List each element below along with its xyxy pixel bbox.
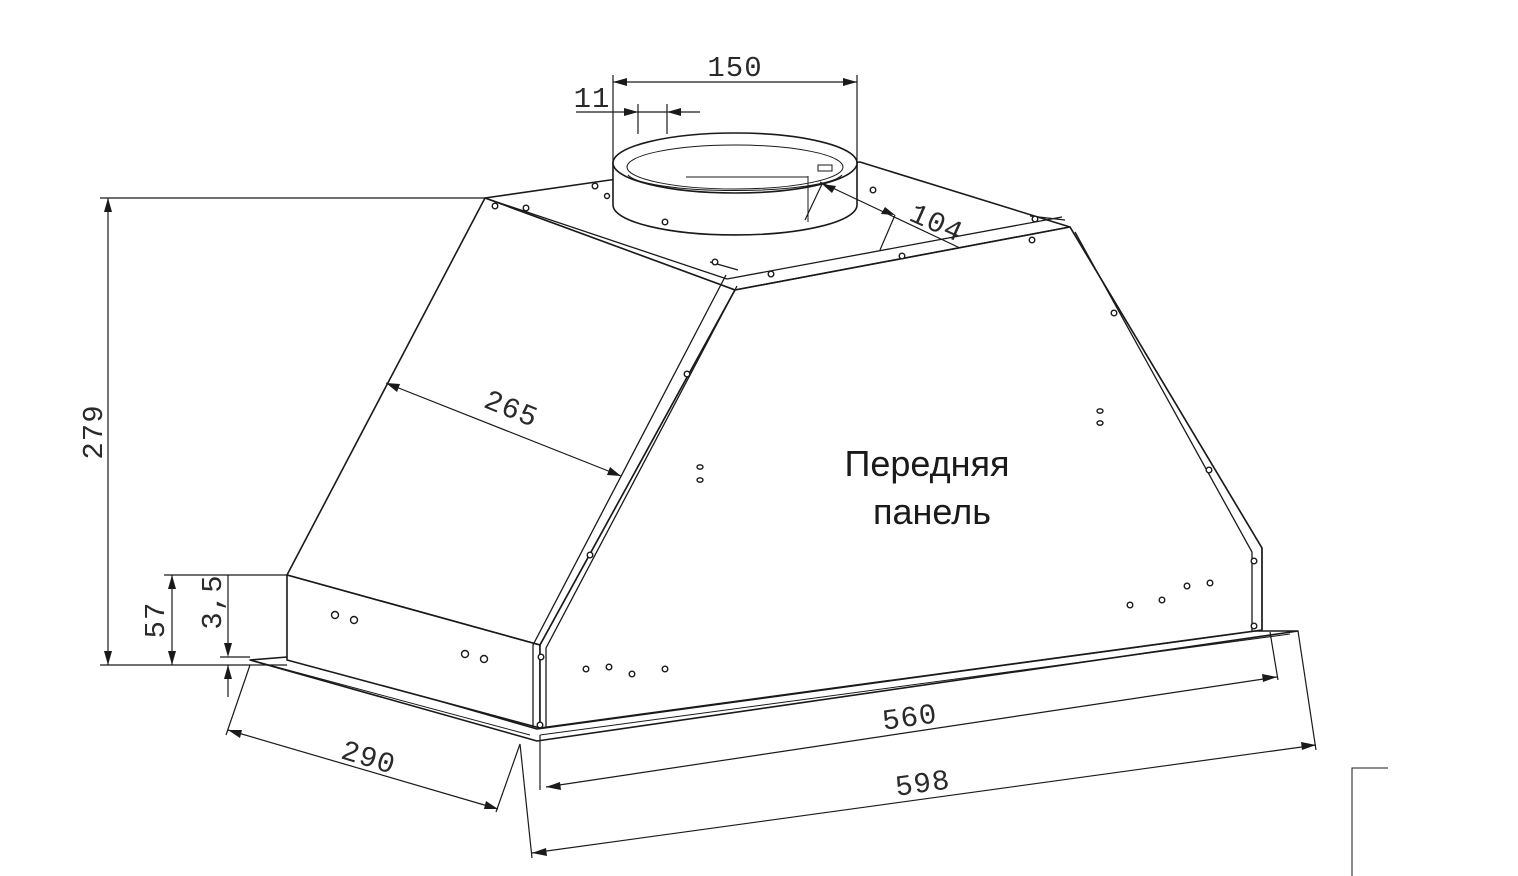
dim-outlet-diameter: 150	[707, 52, 762, 85]
dimension-lines	[100, 75, 1388, 876]
dim-flange-thickness: 3,5	[197, 574, 230, 629]
dim-base-height: 57	[140, 602, 173, 639]
dim-depth: 290	[337, 735, 399, 783]
hood-body	[249, 161, 1299, 742]
front-label-line-1: Передняя	[844, 443, 1009, 484]
mounting-holes	[330, 182, 1258, 729]
outlet-collar	[612, 132, 858, 236]
front-panel-label: Передняя панель	[844, 443, 1009, 532]
dim-inner-width: 560	[880, 698, 939, 738]
front-label-line-2: панель	[873, 491, 991, 532]
dim-outlet-offset: 11	[574, 83, 611, 116]
dim-total-height: 279	[78, 404, 111, 459]
dim-total-width: 598	[893, 764, 952, 804]
